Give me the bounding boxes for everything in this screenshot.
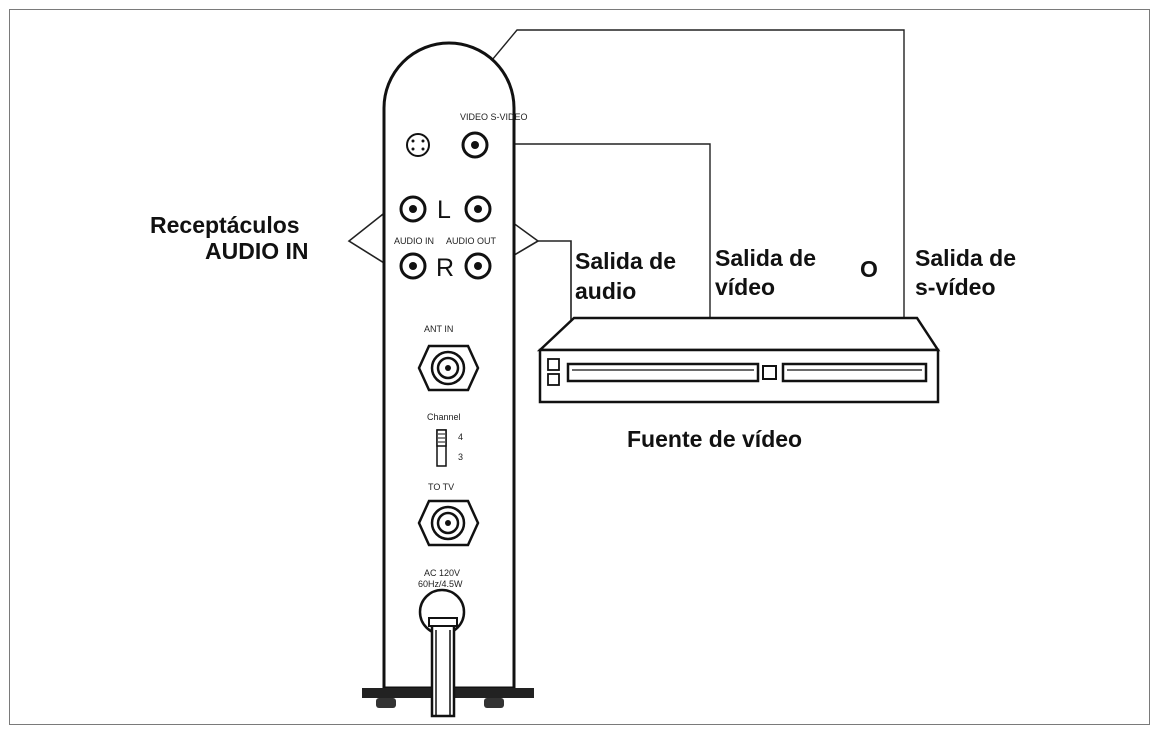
- channel-4-label: 4: [458, 432, 463, 442]
- power-label-line1: AC 120V: [424, 568, 460, 578]
- video-out-label-line2: vídeo: [715, 274, 775, 300]
- power-label-line2: 60Hz/4.5W: [418, 579, 463, 589]
- to-tv-label: TO TV: [428, 482, 454, 492]
- power-cord: [418, 588, 466, 718]
- foot-left: [376, 698, 396, 708]
- audio-out-label-line2: audio: [575, 278, 636, 304]
- foot-right: [484, 698, 504, 708]
- source-top: [536, 316, 941, 352]
- audio-out-left-jack: [464, 195, 492, 223]
- center-indicator: [762, 365, 777, 380]
- right-channel-label: R: [436, 254, 454, 282]
- channel-label: Channel: [427, 412, 461, 422]
- channel-3-label: 3: [458, 452, 463, 462]
- diagram-frame: [9, 9, 1150, 725]
- video-cable: [486, 143, 711, 318]
- to-tv-connector: [417, 499, 480, 547]
- audio-out-label: AUDIO OUT: [446, 236, 497, 246]
- audio-in-left-jack: [399, 195, 427, 223]
- button-bottom: [547, 373, 560, 386]
- audio-out-label-line1: Salida de: [575, 248, 676, 274]
- rf-modulator: VIDEO S-VIDEO L R AUDIO IN AUDIO OUT ANT…: [362, 41, 534, 718]
- audio-out-right-jack: [464, 252, 492, 280]
- audio-in-right-jack: [399, 252, 427, 280]
- audio-out-link: [538, 240, 572, 322]
- button-top: [547, 358, 560, 371]
- video-jack: [461, 131, 489, 159]
- video-source-device: [536, 316, 941, 404]
- audio-in-bracket: [347, 206, 393, 269]
- audio-in-receptacles-label-line2: AUDIO IN: [205, 238, 309, 264]
- video-out-label-line1: Salida de: [715, 245, 816, 271]
- slot-right: [781, 362, 928, 383]
- audio-in-receptacles-label-line1: Receptáculos: [150, 212, 300, 238]
- svideo-jack: [406, 133, 430, 157]
- video-label: VIDEO S-VIDEO: [460, 112, 528, 122]
- ant-in-label: ANT IN: [424, 324, 453, 334]
- or-label: O: [860, 256, 878, 282]
- left-channel-label: L: [437, 196, 451, 224]
- audio-in-label: AUDIO IN: [394, 236, 434, 246]
- slot-left: [566, 362, 760, 383]
- video-source-label: Fuente de vídeo: [627, 426, 802, 452]
- ant-in-connector: [417, 344, 480, 392]
- svideo-out-label-line2: s-vídeo: [915, 274, 996, 300]
- svideo-out-label-line1: Salida de: [915, 245, 1016, 271]
- channel-switch: [436, 429, 447, 467]
